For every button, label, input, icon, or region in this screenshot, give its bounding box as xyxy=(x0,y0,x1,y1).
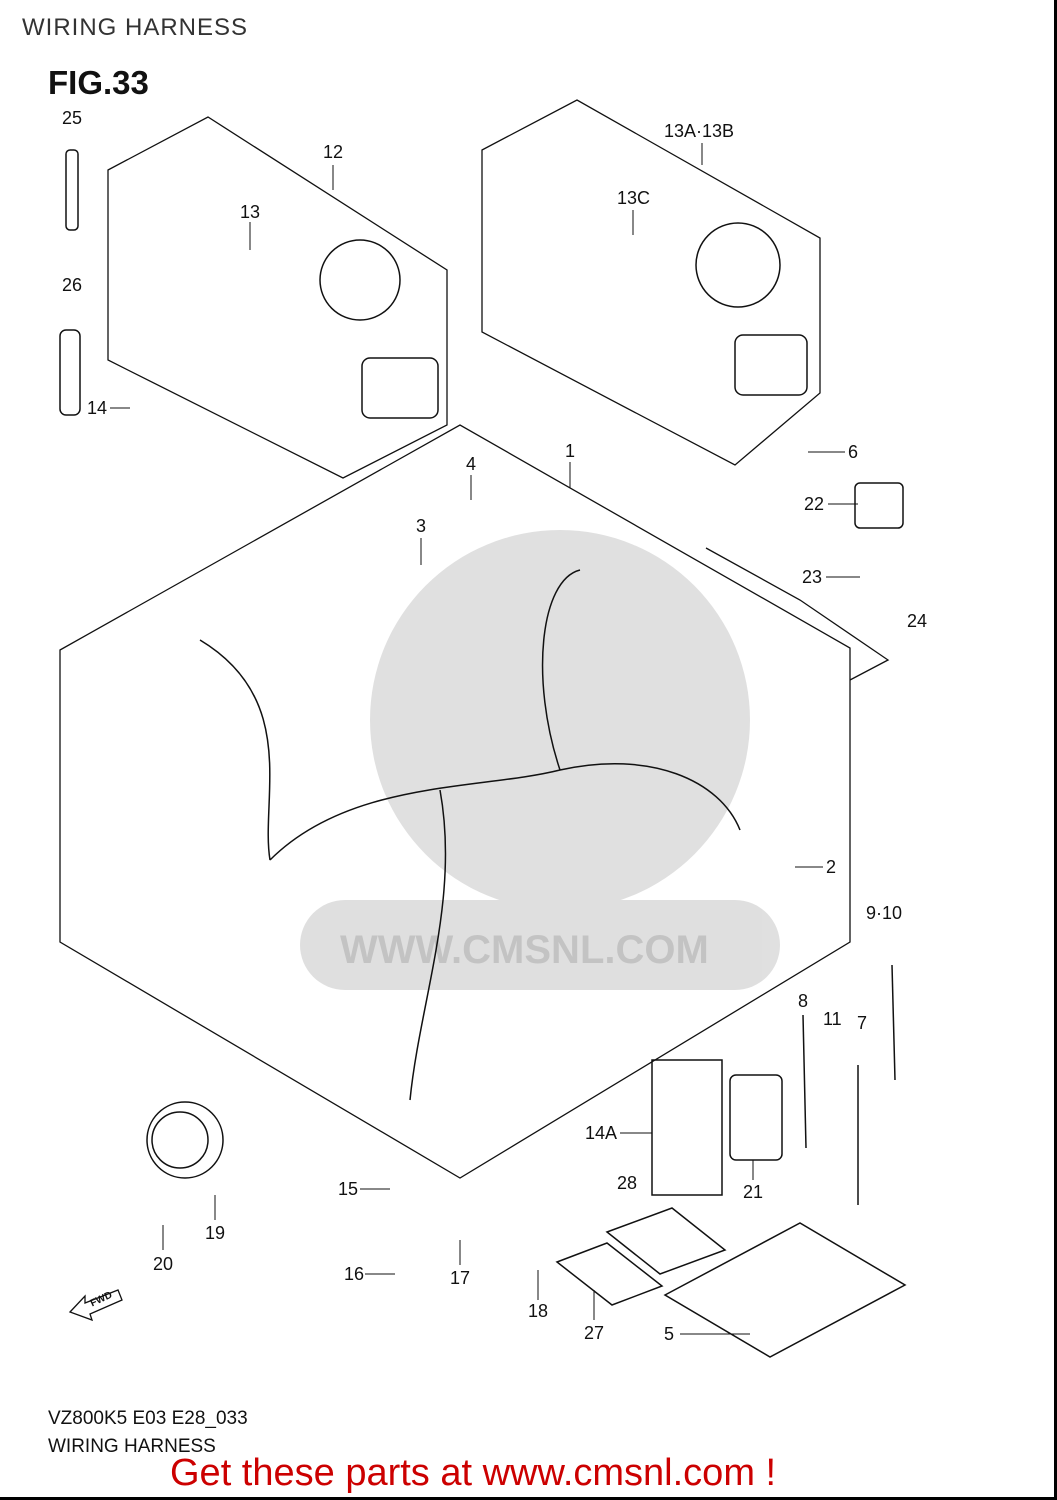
callout-21: 21 xyxy=(743,1182,764,1202)
page-header-title: WIRING HARNESS xyxy=(22,14,249,41)
callout-18: 18 xyxy=(528,1301,549,1321)
diagram-code: VZ800K5 E03 E28_033 xyxy=(48,1408,248,1429)
promo-link[interactable]: Get these parts at www.cmsnl.com ! xyxy=(170,1452,777,1494)
callout-7: 7 xyxy=(857,1013,868,1033)
callout-1: 1 xyxy=(565,441,576,461)
figure-number: FIG.33 xyxy=(48,64,149,101)
callout-24: 24 xyxy=(907,611,928,631)
callout-22: 22 xyxy=(804,494,825,514)
main-harness-box xyxy=(59,424,851,1179)
callout-5: 5 xyxy=(664,1324,675,1344)
callout-14: 14 xyxy=(87,398,108,418)
callout-19: 19 xyxy=(205,1223,226,1243)
fwd-arrow-icon xyxy=(68,1289,123,1322)
callout-13a-13b: 13A·13B xyxy=(664,121,735,141)
callout-13: 13 xyxy=(240,202,261,222)
callout-14a: 14A xyxy=(585,1123,618,1143)
callout-6: 6 xyxy=(848,442,859,462)
ignition-switch-set-box xyxy=(107,116,448,479)
leader-lines xyxy=(110,143,860,1335)
callout-12: 12 xyxy=(323,142,344,162)
callout-2: 2 xyxy=(826,857,837,877)
callout-8: 8 xyxy=(798,991,809,1011)
diagram-caption: WIRING HARNESS xyxy=(48,1436,216,1457)
callout-17: 17 xyxy=(450,1268,471,1288)
watermark-text: WWW.CMSNL.COM xyxy=(340,928,709,972)
watermark-logo xyxy=(300,530,780,990)
callout-23: 23 xyxy=(802,567,823,587)
callout-27: 27 xyxy=(584,1323,605,1343)
callout-4: 4 xyxy=(466,454,477,474)
callout-15: 15 xyxy=(338,1179,359,1199)
callout-16: 16 xyxy=(344,1264,365,1284)
callout-3: 3 xyxy=(416,516,427,536)
callout-20: 20 xyxy=(153,1254,174,1274)
callout-25: 25 xyxy=(62,108,83,128)
ignition-switch-set-b-box xyxy=(481,99,821,466)
callout-28: 28 xyxy=(617,1173,638,1193)
callout-13c: 13C xyxy=(617,188,651,208)
parts-shapes xyxy=(59,149,907,1358)
callout-11: 11 xyxy=(823,1009,842,1029)
callout-26: 26 xyxy=(62,275,83,295)
callout-9-10: 9·10 xyxy=(866,903,903,923)
